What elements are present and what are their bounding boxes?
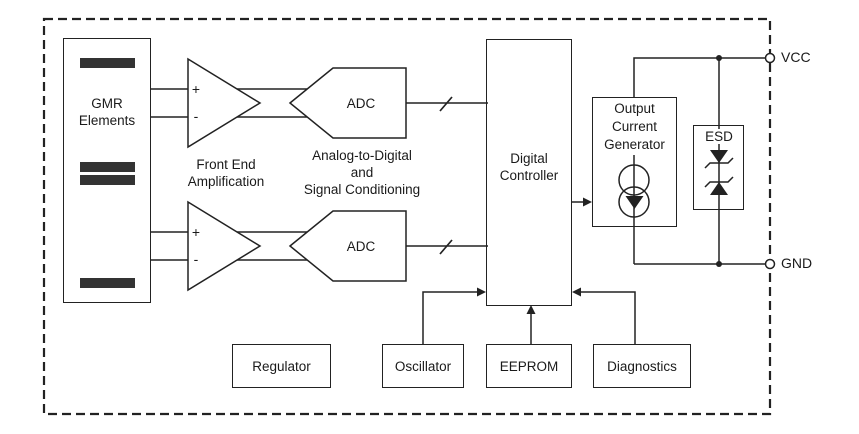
front-end-amplification-label: Front End Amplification: [187, 157, 265, 189]
amp2-plus-sign: +: [191, 224, 201, 240]
esd-block: [693, 125, 744, 210]
vcc-rail-line: [633, 57, 770, 97]
arrowhead-diagnostics-to-controller: [572, 287, 581, 297]
bus-slash-1: [439, 96, 453, 112]
oscillator-block: Oscillator: [382, 344, 464, 388]
zener-diode-top-triangle: [710, 150, 728, 163]
regulator-label: Regulator: [252, 358, 311, 374]
amp2-triangle: [187, 200, 262, 292]
gnd-junction-dot: [716, 261, 722, 267]
digital-controller-label: Digital Controller: [499, 151, 559, 183]
digital-controller-block: [486, 39, 572, 306]
current-source-circle-bottom: [618, 186, 650, 218]
arrowhead-oscillator-to-controller: [477, 287, 486, 297]
gmr-element-bar: [80, 278, 135, 288]
gmr-elements-label: GMR Elements: [78, 96, 136, 128]
vcc-terminal-label: VCC: [781, 49, 811, 65]
eeprom-label: EEPROM: [499, 358, 559, 374]
oscillator-label: Oscillator: [394, 358, 452, 374]
diagnostics-label: Diagnostics: [607, 358, 677, 374]
gmr-element-bar: [80, 58, 135, 68]
gnd-terminal-circle: [764, 258, 776, 270]
output-current-generator-block: [592, 97, 677, 227]
gmr-elements-block: [63, 38, 151, 303]
amp2-minus-sign: -: [193, 251, 199, 267]
amp1-plus-sign: +: [191, 81, 201, 97]
chip-boundary-dashed-border: [42, 17, 772, 416]
eeprom-block: EEPROM: [486, 344, 572, 388]
arrowhead-controller-to-ocg: [583, 197, 592, 207]
zener-diode-bottom-triangle: [710, 182, 728, 195]
gmr-element-bar: [80, 162, 135, 172]
amp1-triangle: [187, 57, 262, 149]
gnd-terminal-label: GND: [781, 255, 813, 271]
bus-slash-2: [439, 239, 453, 255]
output-current-generator-label: Output Current Generator: [604, 101, 665, 152]
vcc-junction-dot: [716, 55, 722, 61]
diagnostics-to-controller-line: [578, 291, 636, 344]
regulator-block: Regulator: [232, 344, 331, 388]
arrowhead-eeprom-to-controller: [526, 305, 536, 314]
current-source-arrow: [625, 196, 644, 209]
esd-label: ESD: [703, 129, 735, 144]
oscillator-to-controller-line: [422, 291, 479, 344]
adc-caption-label: Analog-to-Digital and Signal Conditionin…: [303, 148, 421, 197]
amp1-minus-sign: -: [193, 108, 199, 124]
current-source-circle-top: [618, 164, 650, 196]
gmr-element-bar: [80, 175, 135, 185]
vcc-terminal-circle: [764, 52, 776, 64]
adc2-label: ADC: [346, 239, 376, 254]
diagnostics-block: Diagnostics: [593, 344, 691, 388]
adc1-label: ADC: [346, 96, 376, 111]
